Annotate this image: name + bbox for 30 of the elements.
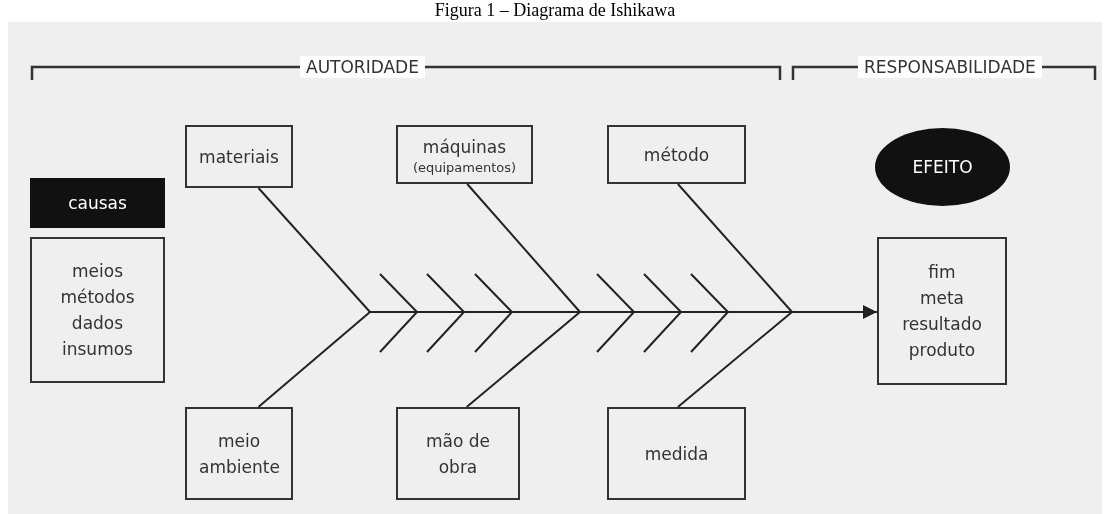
box-label: (equipamentos) — [412, 159, 517, 176]
list-box — [877, 237, 1007, 385]
category-box — [396, 125, 533, 184]
box-label: máquinas — [422, 135, 507, 159]
box-label: causas — [68, 192, 127, 215]
bone-line — [676, 183, 793, 313]
category-box — [607, 407, 746, 500]
box-label: medida — [644, 442, 709, 466]
category-box — [607, 125, 746, 184]
list-text: meios métodos dados insumos — [60, 260, 135, 361]
list-text: fim meta resultado produto — [902, 261, 982, 362]
bracket-label: AUTORIDADE — [300, 56, 425, 78]
bone-line — [257, 187, 371, 313]
category-box — [185, 125, 293, 188]
heading-box — [30, 178, 165, 228]
figure-title: Figura 1 – Diagrama de Ishikawa — [433, 0, 677, 20]
box-label: EFEITO — [912, 156, 973, 179]
box-label: materiais — [199, 145, 279, 169]
list-box — [30, 237, 165, 383]
box-label: meio ambiente — [199, 429, 279, 479]
category-box — [185, 407, 293, 500]
box-label: método — [643, 143, 710, 167]
category-box — [396, 407, 520, 500]
bone-line — [676, 311, 793, 408]
spine-arrow — [369, 305, 878, 319]
bone-line — [465, 311, 581, 408]
box-label: mão de obra — [424, 429, 491, 479]
bone-line — [257, 311, 371, 408]
bone-line — [466, 183, 581, 313]
bracket-label: RESPONSABILIDADE — [858, 56, 1042, 78]
